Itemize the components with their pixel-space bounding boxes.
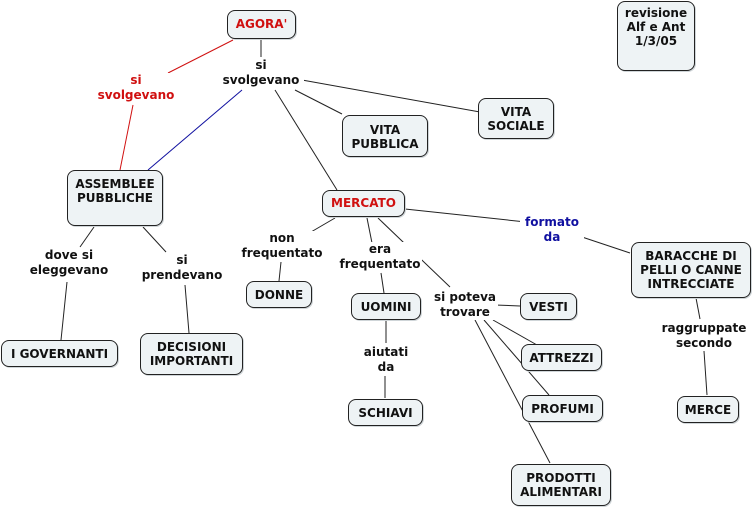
node-merce[interactable]: MERCE	[677, 396, 739, 423]
edge-assemblee-prendevano	[142, 226, 167, 253]
link-formato-da: formato da	[520, 215, 584, 245]
edge-mercato-nonfreq	[310, 217, 336, 233]
node-baracche[interactable]: BARACCHE DI PELLI O CANNE INTRECCIATE	[631, 242, 751, 298]
edge-mercato-erafreq	[366, 217, 373, 244]
node-revisione[interactable]: revisione Alf e Ant 1/3/05	[617, 1, 695, 71]
edge-eleggevano-governanti	[60, 281, 68, 341]
node-donne[interactable]: DONNE	[246, 281, 312, 308]
edge-sipoteva-attrezzi	[492, 319, 538, 346]
link-si-poteva-trovare: si poteva trovare	[432, 290, 498, 320]
edge-mercato-formato	[404, 208, 527, 223]
link-si-prendevano: si prendevano	[140, 253, 224, 283]
edge-nonfreq-donne	[278, 261, 282, 282]
edge-svolgevano-vitasociale	[301, 79, 481, 113]
edge-svolgevano-red-assemblee	[119, 104, 134, 171]
edge-svolgevano-assemblee-blue	[147, 89, 243, 171]
node-governanti[interactable]: I GOVERNANTI	[1, 340, 118, 367]
edge-sipoteva-profumi	[483, 319, 550, 396]
edge-agora-svolgevano-red	[167, 39, 234, 74]
node-vesti[interactable]: VESTI	[520, 293, 577, 320]
node-uomini[interactable]: UOMINI	[351, 293, 421, 320]
link-si-svolgevano: si svolgevano	[218, 58, 304, 88]
edge-erafreq-uomini	[380, 272, 385, 294]
link-era-frequentato: era frequentato	[338, 242, 422, 272]
link-aiutati-da: aiutati da	[356, 345, 416, 375]
link-si-svolgevano-red: si svolgevano	[96, 73, 176, 103]
edge-sipoteva-prodotti	[474, 319, 551, 464]
node-prodotti[interactable]: PRODOTTI ALIMENTARI	[511, 464, 611, 506]
node-decisioni[interactable]: DECISIONI IMPORTANTI	[140, 333, 243, 375]
node-profumi[interactable]: PROFUMI	[522, 395, 603, 422]
node-attrezzi[interactable]: ATTREZZI	[521, 344, 602, 371]
edge-raggruppate-merce	[703, 350, 708, 396]
edge-sipoteva-vesti	[494, 304, 521, 307]
node-vita-pubblica[interactable]: VITA PUBBLICA	[342, 115, 428, 157]
node-agora[interactable]: AGORA'	[227, 10, 296, 39]
link-non-frequentato: non frequentato	[240, 231, 324, 261]
edge-prendevano-decisioni	[184, 284, 190, 334]
edge-svolgevano-mercato	[274, 89, 338, 191]
edge-baracche-raggruppate	[695, 297, 701, 320]
node-vita-sociale[interactable]: VITA SOCIALE	[478, 98, 554, 139]
link-raggruppate-secondo: raggruppate secondo	[654, 321, 754, 351]
edge-formato-baracche	[581, 236, 631, 254]
edge-svolgevano-vitapubblica	[294, 89, 343, 115]
edge-assemblee-eleggevano	[79, 226, 95, 248]
link-dove-si-eleggevano: dove si eleggevano	[28, 248, 110, 278]
node-assemblee[interactable]: ASSEMBLEE PUBBLICHE	[67, 170, 163, 226]
node-mercato[interactable]: MERCATO	[322, 190, 405, 217]
node-schiavi[interactable]: SCHIAVI	[348, 399, 423, 426]
